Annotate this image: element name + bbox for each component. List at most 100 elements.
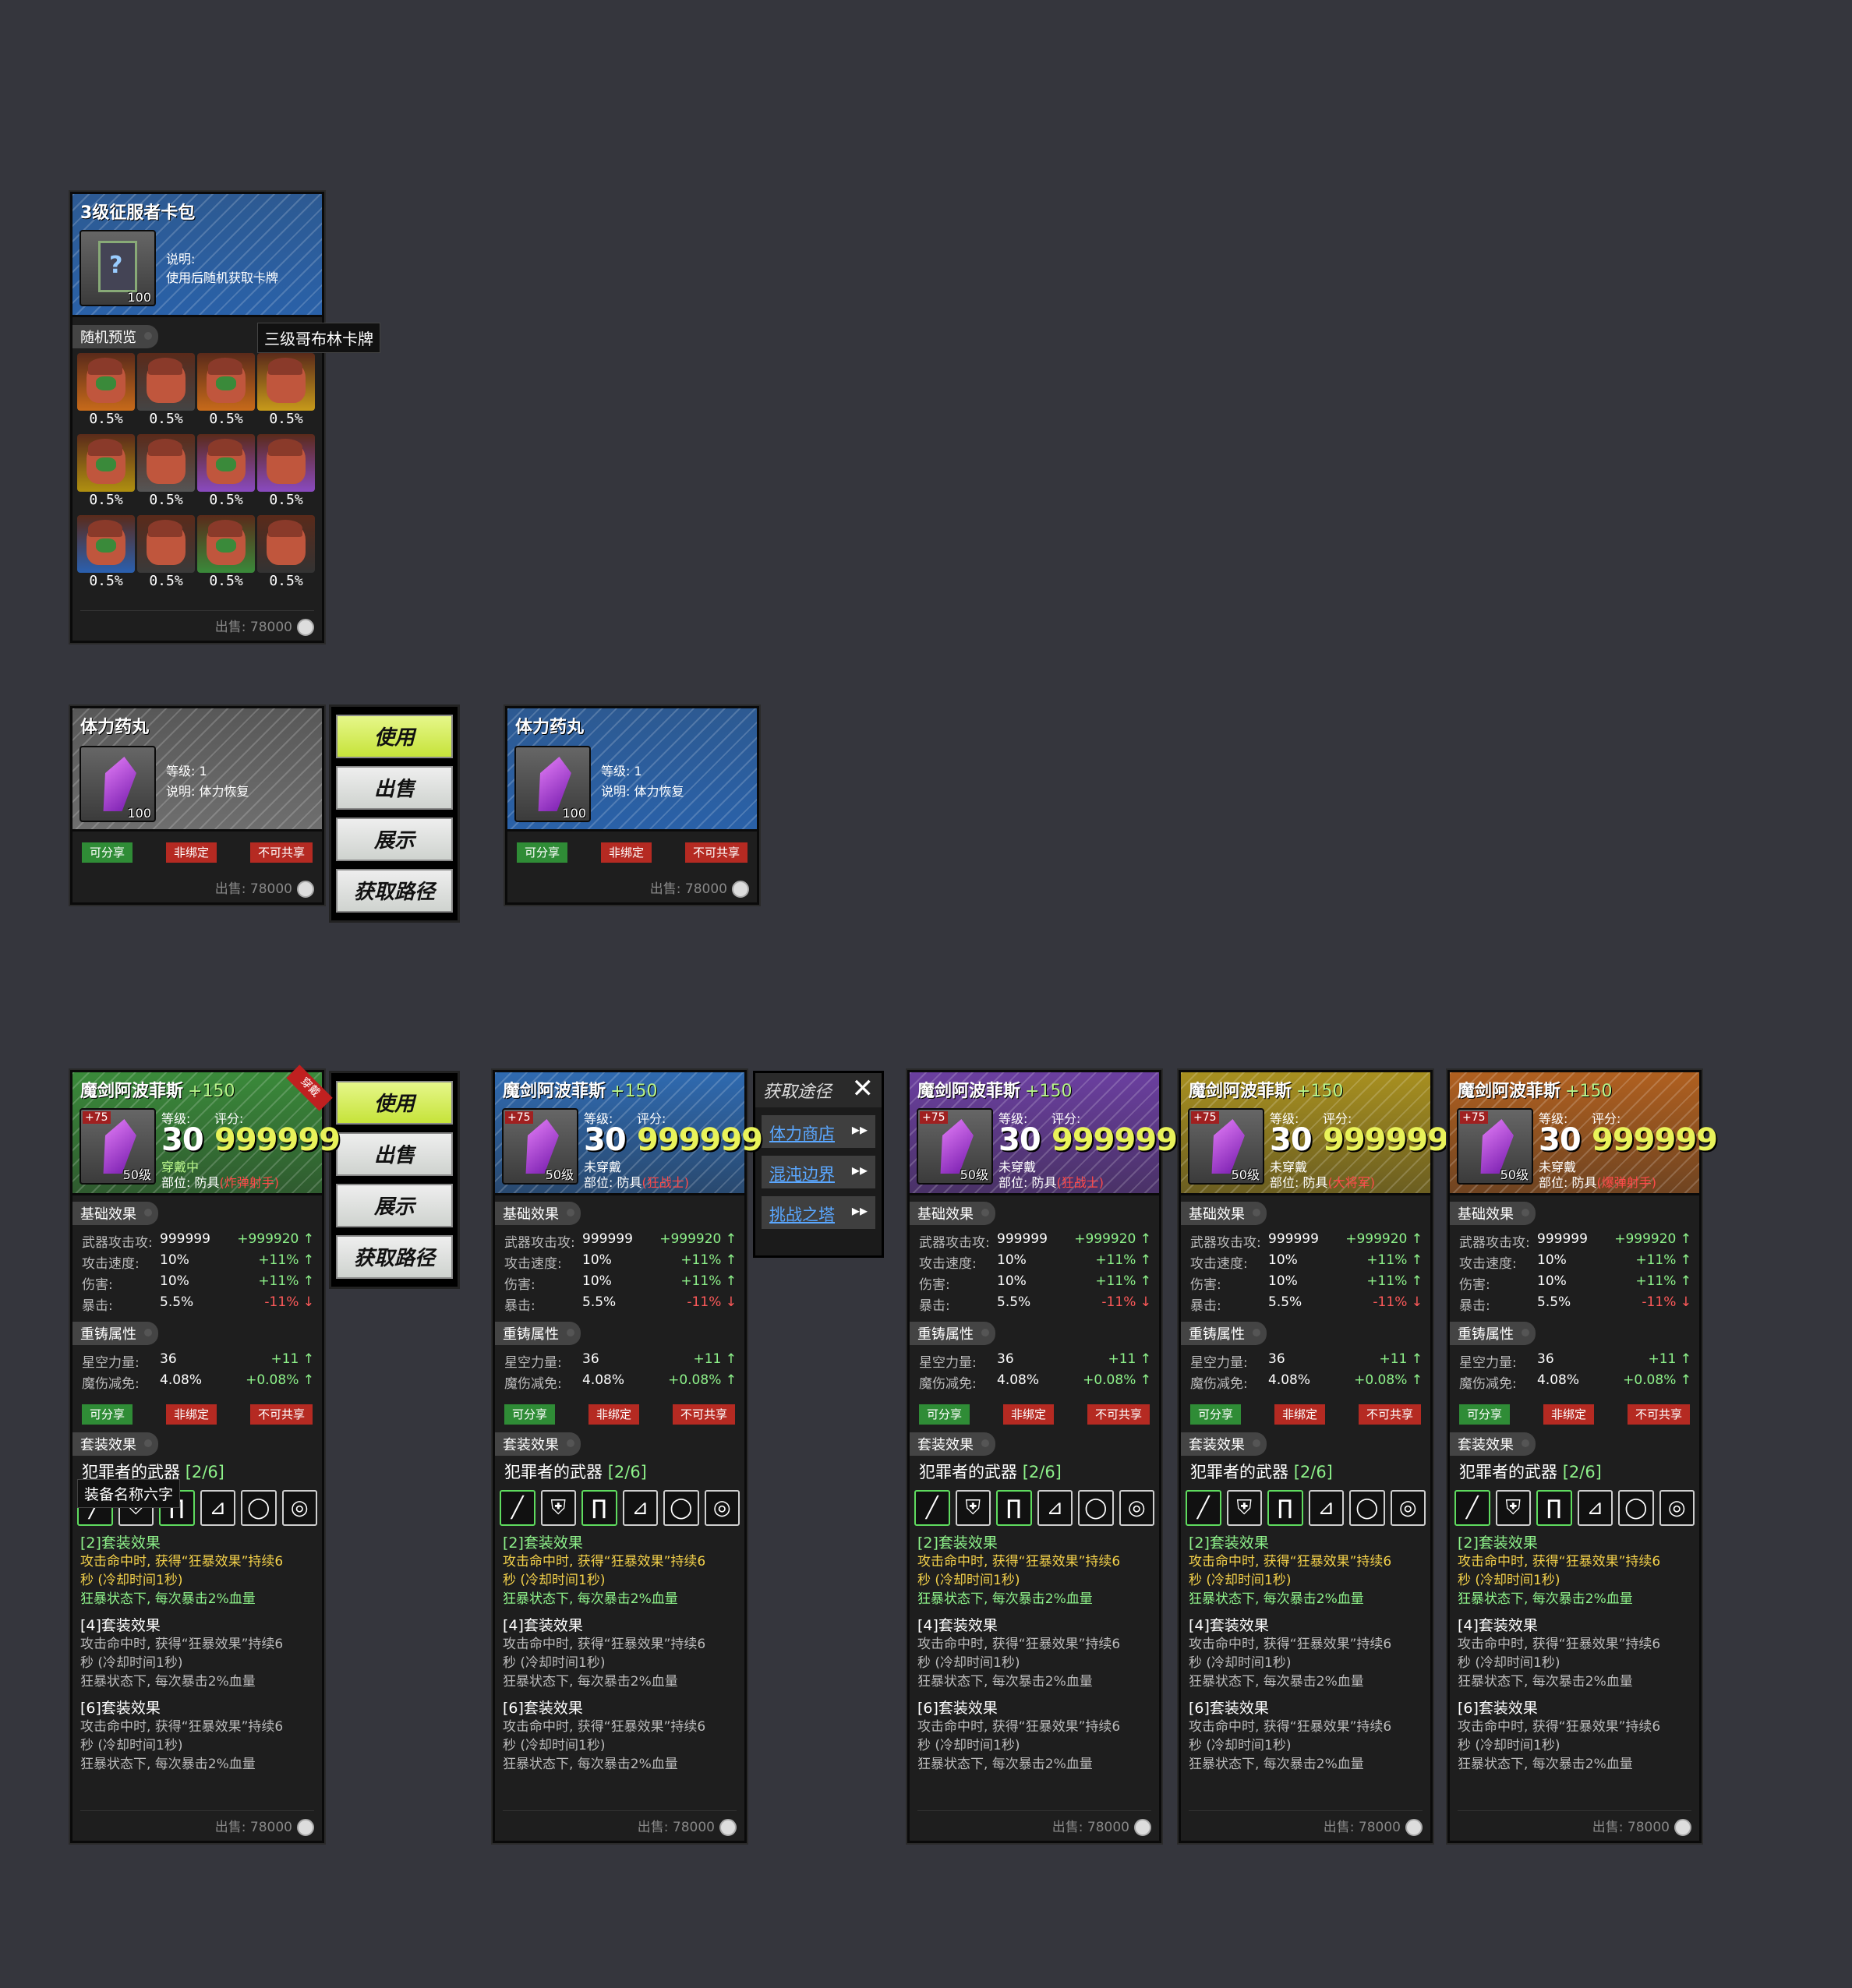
coin-icon [732, 881, 749, 898]
source-item-tower[interactable]: 挑战之塔▸▸ [762, 1196, 875, 1229]
armor-icon[interactable]: ⛨ [1495, 1490, 1531, 1526]
card-preview-item[interactable]: 0.5% [197, 434, 255, 512]
effect-line: 攻击命中时, 获得“狂暴效果”持续6 [80, 1554, 284, 1570]
ring-icon[interactable]: ◎ [1119, 1490, 1154, 1526]
potion-icon[interactable]: 100 [80, 746, 156, 822]
ring-chat-icon[interactable]: ◯ [1618, 1490, 1654, 1526]
equipment-tags: 可分享非绑定不可共享 [910, 1404, 1159, 1425]
potion-info: 等级: 1 说明: 体力恢复 [166, 761, 249, 802]
pants-icon[interactable]: ∏ [581, 1490, 617, 1526]
stat-delta: +999920 ↑ [1074, 1231, 1151, 1247]
card-preview-item[interactable]: 0.5% [137, 515, 195, 593]
card-preview-item[interactable]: 0.5% [137, 434, 195, 512]
source-item-shop[interactable]: 体力商店▸▸ [762, 1115, 875, 1148]
equipment-score: 999999 [1323, 1122, 1449, 1158]
card-preview-item[interactable]: 0.5% [77, 515, 135, 593]
card-preview-item[interactable]: 0.5% [257, 515, 315, 593]
card-preview-item[interactable]: 0.5% [257, 434, 315, 512]
stat-value: 4.08% [997, 1372, 1040, 1388]
ring-chat-icon[interactable]: ◯ [663, 1490, 699, 1526]
effect-line: 狂暴状态下, 每次暴击2%血量 [80, 1674, 256, 1690]
ring-chat-icon[interactable]: ◯ [241, 1490, 277, 1526]
base-section: 基础效果 [1450, 1202, 1536, 1225]
card-percent: 0.5% [269, 573, 303, 589]
ring-icon[interactable]: ◎ [1659, 1490, 1695, 1526]
stat-delta: +0.08% ↑ [1354, 1372, 1423, 1388]
source-button[interactable]: 获取路径 [336, 1235, 453, 1279]
equipment-part: 部位: 防具(狂战士) [584, 1172, 689, 1191]
class-name: (炸弹射手) [219, 1175, 279, 1190]
goblin-card-image [257, 434, 315, 492]
part-label: 部位: 防具 [998, 1175, 1057, 1190]
wear-status: 穿戴中 [161, 1160, 200, 1174]
armor-icon[interactable]: ⛨ [1226, 1490, 1262, 1526]
boots-icon[interactable]: ⊿ [1037, 1490, 1073, 1526]
sword-icon[interactable]: ╱ [1186, 1490, 1221, 1526]
potion-icon[interactable]: 100 [514, 746, 591, 822]
stat-row: 武器攻击攻:999999+999920 ↑ [72, 1231, 322, 1252]
pants-icon[interactable]: ∏ [996, 1490, 1032, 1526]
effect-line: 攻击命中时, 获得“狂暴效果”持续6 [917, 1637, 1121, 1652]
source-button[interactable]: 获取路径 [336, 869, 453, 913]
card-preview-item[interactable]: 0.5% [257, 353, 315, 431]
use-button[interactable]: 使用 [336, 715, 453, 758]
equipment-score: 999999 [214, 1122, 341, 1158]
sell-button[interactable]: 出售 [336, 766, 453, 810]
potion-sale-text: 出售: 78000 [649, 881, 727, 897]
pants-icon[interactable]: ∏ [1536, 1490, 1572, 1526]
pack-sale: 出售: 78000 [215, 616, 314, 636]
sale-text: 出售: 78000 [214, 1820, 292, 1835]
armor-icon[interactable]: ⛨ [955, 1490, 991, 1526]
recast-section: 重铸属性 [1181, 1322, 1267, 1345]
sword-icon[interactable]: ╱ [1454, 1490, 1490, 1526]
effect-line: 秒 (冷却时间1秒) [1189, 1655, 1292, 1671]
stat-delta: +11% ↑ [1095, 1252, 1151, 1268]
show-button[interactable]: 展示 [336, 1184, 453, 1227]
boots-icon[interactable]: ⊿ [1308, 1490, 1344, 1526]
set-pieces: ╱⛨∏⊿◯◎ [1450, 1490, 1699, 1526]
ring-icon[interactable]: ◎ [1390, 1490, 1426, 1526]
ring-icon[interactable]: ◎ [281, 1490, 317, 1526]
card-preview-item[interactable]: 0.5% [77, 434, 135, 512]
boots-icon[interactable]: ⊿ [200, 1490, 235, 1526]
sword-icon[interactable]: ╱ [500, 1490, 535, 1526]
recast-row: 魔伤减免:4.08%+0.08% ↑ [72, 1372, 322, 1393]
stat-row: 攻击速度:10%+11% ↑ [72, 1252, 322, 1273]
pants-icon[interactable]: ∏ [1267, 1490, 1303, 1526]
recast-section: 重铸属性 [72, 1322, 158, 1345]
show-button[interactable]: 展示 [336, 817, 453, 861]
use-button[interactable]: 使用 [336, 1081, 453, 1125]
boots-icon[interactable]: ⊿ [622, 1490, 658, 1526]
card-preview-item[interactable]: 0.5% [77, 353, 135, 431]
effect-title: [2]套装效果 [503, 1534, 583, 1552]
stat-value: 5.5% [997, 1294, 1031, 1310]
sell-button[interactable]: 出售 [336, 1132, 453, 1176]
stat-key: 星空力量: [1190, 1355, 1248, 1371]
card-preview-item[interactable]: 0.5% [197, 353, 255, 431]
ring-icon[interactable]: ◎ [704, 1490, 740, 1526]
source-item-chaos[interactable]: 混沌边界▸▸ [762, 1156, 875, 1188]
sword-icon[interactable]: ╱ [914, 1490, 950, 1526]
boots-icon[interactable]: ⊿ [1577, 1490, 1613, 1526]
stat-delta: -11% ↓ [1101, 1294, 1151, 1310]
card-preview-item[interactable]: 0.5% [137, 353, 195, 431]
ring-chat-icon[interactable]: ◯ [1078, 1490, 1114, 1526]
ring-chat-icon[interactable]: ◯ [1349, 1490, 1385, 1526]
pack-icon[interactable]: ? 100 [80, 230, 156, 306]
armor-icon[interactable]: ⛨ [540, 1490, 576, 1526]
effect-line: 秒 (冷却时间1秒) [1189, 1573, 1292, 1588]
card-preview-item[interactable]: 0.5% [197, 515, 255, 593]
coin-icon [1405, 1819, 1423, 1836]
enhance-badge: +75 [1460, 1111, 1488, 1124]
class-name: (狂战士) [1056, 1175, 1104, 1190]
source-label: 体力商店 [769, 1125, 835, 1143]
stat-delta: +0.08% ↑ [1623, 1372, 1691, 1388]
close-icon[interactable]: ✕ [851, 1073, 875, 1104]
